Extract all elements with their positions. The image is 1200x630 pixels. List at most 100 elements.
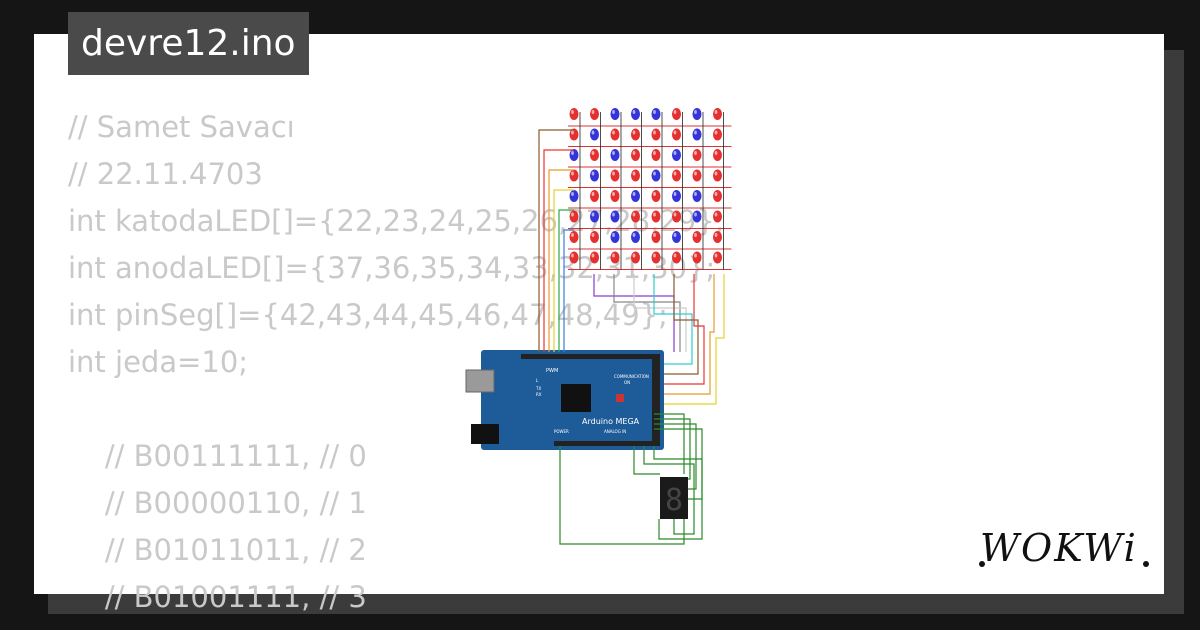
led[interactable]	[672, 108, 681, 120]
wire	[563, 229, 574, 352]
led[interactable]	[672, 128, 681, 141]
led-body	[713, 149, 722, 161]
led[interactable]	[590, 169, 599, 182]
led[interactable]	[610, 190, 620, 202]
led[interactable]	[610, 128, 620, 141]
led[interactable]	[713, 128, 722, 141]
led-highlight	[714, 192, 718, 196]
led[interactable]	[631, 210, 640, 223]
led[interactable]	[713, 210, 722, 223]
led[interactable]	[631, 149, 640, 161]
led[interactable]	[610, 108, 620, 120]
led[interactable]	[631, 251, 640, 264]
led-body	[713, 251, 722, 264]
led[interactable]	[651, 251, 661, 264]
led-highlight	[571, 253, 574, 258]
led[interactable]	[590, 128, 599, 141]
led-highlight	[714, 110, 718, 114]
led[interactable]	[713, 108, 722, 120]
led-body	[590, 231, 599, 243]
led-body	[610, 231, 620, 243]
led[interactable]	[569, 210, 579, 223]
arduino-mega-board[interactable]: Arduino MEGA PWM COMMUNICATION POWER ANA…	[465, 350, 664, 450]
led[interactable]	[631, 231, 640, 243]
led[interactable]	[651, 128, 661, 141]
led[interactable]	[569, 108, 579, 120]
led[interactable]	[569, 128, 579, 141]
led[interactable]	[692, 210, 702, 223]
led[interactable]	[672, 231, 681, 243]
led[interactable]	[590, 231, 599, 243]
led-body	[713, 169, 722, 182]
led[interactable]	[631, 108, 640, 120]
wokwi-logo-text: WOKWi	[980, 526, 1138, 570]
led[interactable]	[590, 210, 599, 223]
led[interactable]	[692, 251, 702, 264]
led[interactable]	[692, 231, 702, 243]
led-body	[610, 190, 620, 202]
led-highlight	[653, 212, 656, 217]
board-header-pwm: PWM	[546, 368, 558, 374]
led-highlight	[673, 253, 677, 258]
led-highlight	[612, 253, 615, 258]
led[interactable]	[610, 169, 620, 182]
led[interactable]	[692, 128, 702, 141]
led[interactable]	[590, 149, 599, 161]
led[interactable]	[713, 149, 722, 161]
led[interactable]	[692, 190, 702, 202]
led[interactable]	[610, 210, 620, 223]
led[interactable]	[692, 108, 702, 120]
led-highlight	[571, 130, 574, 135]
led[interactable]	[631, 128, 640, 141]
led[interactable]	[610, 251, 620, 264]
led[interactable]	[569, 251, 579, 264]
led[interactable]	[631, 169, 640, 182]
code-line: // 22.11.4703	[68, 157, 263, 191]
led[interactable]	[569, 231, 579, 243]
led[interactable]	[651, 149, 661, 161]
led[interactable]	[713, 231, 722, 243]
led-highlight	[632, 233, 636, 237]
led-body	[651, 190, 661, 202]
led[interactable]	[713, 190, 722, 202]
reset-button[interactable]	[616, 394, 624, 402]
wire	[613, 274, 681, 352]
led[interactable]	[713, 251, 722, 264]
segment-wire	[559, 446, 685, 545]
segment-wire	[654, 418, 691, 480]
led[interactable]	[651, 210, 661, 223]
led-highlight	[673, 151, 677, 155]
led-highlight	[653, 151, 656, 155]
code-line: // B00111111, // 0	[68, 439, 367, 473]
led-highlight	[612, 151, 615, 155]
led[interactable]	[672, 210, 681, 223]
led[interactable]	[672, 190, 681, 202]
led-highlight	[714, 233, 718, 237]
segment-wire	[654, 428, 703, 500]
led[interactable]	[610, 231, 620, 243]
led[interactable]	[569, 190, 579, 202]
led[interactable]	[651, 169, 661, 182]
segment-wire	[654, 413, 685, 474]
led[interactable]	[651, 231, 661, 243]
led-highlight	[612, 212, 615, 217]
led[interactable]	[590, 108, 599, 120]
led[interactable]	[569, 169, 579, 182]
led[interactable]	[590, 251, 599, 264]
led[interactable]	[692, 169, 702, 182]
led[interactable]	[692, 149, 702, 161]
led[interactable]	[672, 251, 681, 264]
seven-segment-display[interactable]: 8	[660, 477, 688, 519]
led[interactable]	[651, 190, 661, 202]
led[interactable]	[631, 190, 640, 202]
led[interactable]	[672, 169, 681, 182]
wokwi-logo: WOKWi	[979, 526, 1149, 570]
led[interactable]	[651, 108, 661, 120]
led[interactable]	[672, 149, 681, 161]
led[interactable]	[569, 149, 579, 161]
led[interactable]	[590, 190, 599, 202]
led-highlight	[632, 110, 636, 114]
wire	[538, 129, 574, 352]
led[interactable]	[713, 169, 722, 182]
led[interactable]	[610, 149, 620, 161]
